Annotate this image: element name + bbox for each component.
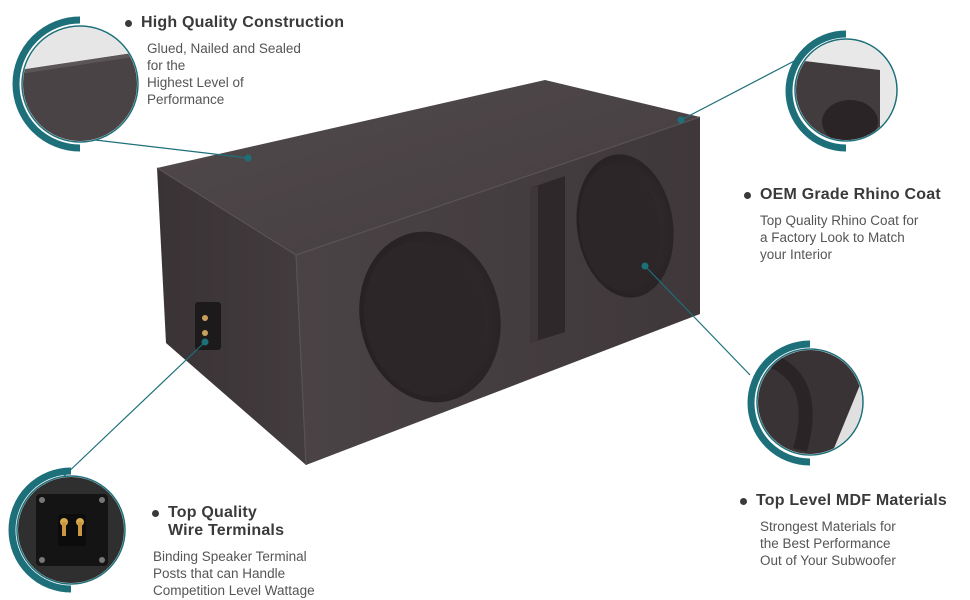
callout-wire-terminals: Top Quality Wire Terminals Binding Speak… — [150, 504, 380, 599]
callout-rhino-coat: OEM Grade Rhino Coat Top Quality Rhino C… — [742, 186, 962, 263]
bullet-icon — [125, 20, 132, 27]
leader-dot-rhino — [677, 116, 685, 124]
bullet-icon — [744, 192, 751, 199]
vent-slot — [530, 176, 565, 343]
callout-rhino-title: OEM Grade Rhino Coat — [742, 186, 962, 204]
accent-ring-terminals — [8, 467, 72, 593]
zoom-bubble-terminals — [8, 467, 126, 593]
leader-line-terminals — [61, 341, 206, 479]
callout-mdf-title: Top Level MDF Materials — [738, 492, 964, 510]
accent-ring-construction — [12, 16, 81, 152]
zoom-bubble-construction — [12, 16, 139, 152]
callout-construction: High Quality Construction Glued, Nailed … — [123, 14, 383, 108]
terminal-cup — [195, 302, 221, 350]
accent-ring-mdf — [747, 340, 811, 466]
leader-line-rhino — [680, 57, 801, 121]
port-hole-left-inner — [364, 241, 486, 397]
box-left-side — [157, 168, 306, 465]
leader-dot-mdf — [641, 262, 649, 270]
box-top — [157, 80, 700, 255]
subwoofer-box — [156, 80, 701, 466]
leader-line-mdf — [644, 265, 751, 376]
callout-mdf-materials: Top Level MDF Materials Strongest Materi… — [738, 492, 964, 569]
leader-dot-construction — [244, 154, 252, 162]
callout-mdf-desc: Strongest Materials for the Best Perform… — [760, 519, 896, 568]
callout-terminals-desc: Binding Speaker Terminal Posts that can … — [153, 549, 315, 598]
callout-construction-title: High Quality Construction — [123, 14, 383, 32]
zoom-bubble-rhino — [785, 30, 898, 152]
bullet-icon — [152, 510, 159, 517]
leader-dot-terminals — [201, 338, 209, 346]
callout-construction-desc: Glued, Nailed and Sealed for the Highest… — [147, 41, 301, 107]
leader-line-construction — [69, 136, 249, 159]
accent-ring-rhino — [785, 30, 847, 152]
callout-terminals-title: Top Quality Wire Terminals — [150, 504, 380, 540]
bullet-icon — [740, 498, 747, 505]
port-hole-right-inner — [579, 164, 661, 292]
callout-rhino-desc: Top Quality Rhino Coat for a Factory Loo… — [760, 213, 919, 262]
zoom-bubble-mdf — [747, 340, 864, 466]
